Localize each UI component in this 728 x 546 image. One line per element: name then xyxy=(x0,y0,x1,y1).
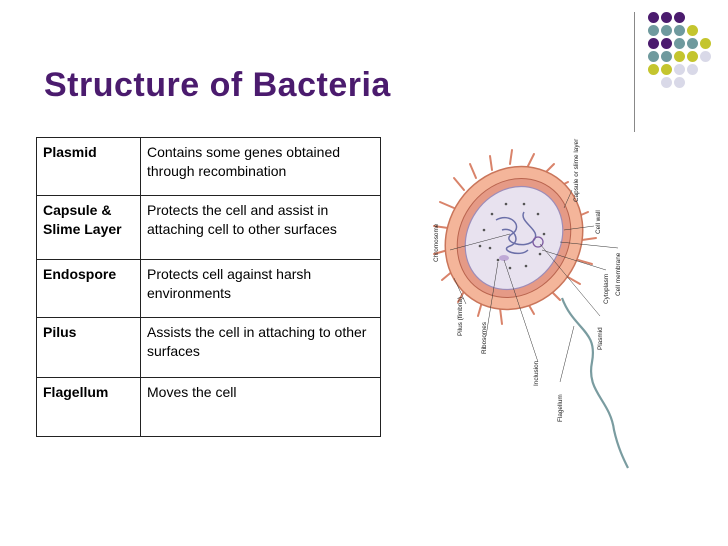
dot-4-3 xyxy=(674,51,685,62)
term-cell: Plasmid xyxy=(36,137,141,196)
table-row: Endospore Protects cell against harsh en… xyxy=(36,259,381,318)
dot-5-2 xyxy=(661,64,672,75)
label-cytoplasm: Cytoplasm xyxy=(603,274,610,304)
dot-5-4 xyxy=(687,64,698,75)
dot-5-3 xyxy=(674,64,685,75)
dot-1-3 xyxy=(674,12,685,23)
description-cell: Protects cell against harsh environments xyxy=(140,259,381,318)
dot-1-2 xyxy=(661,12,672,23)
chromosome-icon xyxy=(495,211,537,255)
term-cell: Flagellum xyxy=(36,377,141,437)
flagellum-icon xyxy=(560,297,629,469)
bacterium-diagram: Capsule or slime layer Cell wall Cell me… xyxy=(433,138,629,469)
table-row: Flagellum Moves the cell xyxy=(36,377,381,437)
dot-3-2 xyxy=(661,38,672,49)
label-ribosomes: Ribosomes xyxy=(481,322,488,354)
description-cell: Contains some genes obtained through rec… xyxy=(140,137,381,196)
table-row: Capsule & Slime Layer Protects the cell … xyxy=(36,195,381,260)
table-row: Pilus Assists the cell in attaching to o… xyxy=(36,317,381,378)
dot-4-5 xyxy=(700,51,711,62)
label-cell-membrane: Cell membrane xyxy=(615,252,622,296)
dot-6-2 xyxy=(674,77,685,88)
dot-2-1 xyxy=(648,25,659,36)
leader-lines xyxy=(449,189,619,383)
label-pilus: Pilus (fimbria) xyxy=(457,297,464,336)
decorative-divider xyxy=(634,12,635,132)
label-plasmid: Plasmid xyxy=(597,327,604,350)
dot-3-5 xyxy=(700,38,711,49)
cytoplasm xyxy=(464,185,564,291)
dot-2-2 xyxy=(661,25,672,36)
dot-1-1 xyxy=(648,12,659,23)
term-cell: Endospore xyxy=(36,259,141,318)
term-cell: Pilus xyxy=(36,317,141,378)
slide-title: Structure of Bacteria xyxy=(44,66,391,104)
inclusion-icon xyxy=(499,255,509,261)
dot-2-4 xyxy=(687,25,698,36)
dot-4-1 xyxy=(648,51,659,62)
label-inclusion: Inclusion xyxy=(533,360,540,386)
dot-4-2 xyxy=(661,51,672,62)
term-cell: Capsule & Slime Layer xyxy=(36,195,141,260)
dot-4-4 xyxy=(687,51,698,62)
dot-6-1 xyxy=(661,77,672,88)
structure-table: Plasmid Contains some genes obtained thr… xyxy=(36,137,381,437)
plasmid-icon xyxy=(532,236,544,248)
label-flagellum: Flagellum xyxy=(557,394,564,422)
label-chromosome: Chromosome xyxy=(433,223,440,262)
dot-3-1 xyxy=(648,38,659,49)
description-cell: Protects the cell and assist in attachin… xyxy=(140,195,381,260)
label-cell-wall: Cell wall xyxy=(595,210,602,234)
dot-3-3 xyxy=(674,38,685,49)
label-capsule: Capsule or slime layer xyxy=(573,138,580,202)
dot-5-1 xyxy=(648,64,659,75)
ribosomes-group xyxy=(478,202,546,270)
dot-2-3 xyxy=(674,25,685,36)
dot-3-4 xyxy=(687,38,698,49)
description-cell: Assists the cell in attaching to other s… xyxy=(140,317,381,378)
description-cell: Moves the cell xyxy=(140,377,381,437)
table-row: Plasmid Contains some genes obtained thr… xyxy=(36,137,381,196)
